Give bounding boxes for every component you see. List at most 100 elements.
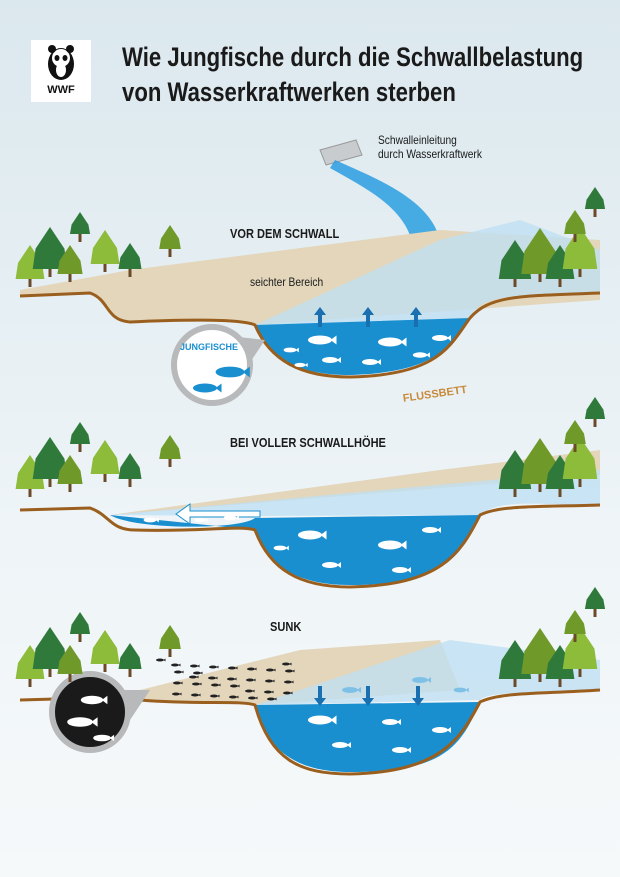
tree-icon	[90, 230, 120, 264]
logo-text: WWF	[47, 84, 75, 96]
tree-icon	[584, 397, 606, 419]
fish-icon	[412, 677, 428, 683]
fish-icon	[422, 527, 438, 533]
tree-trunk	[128, 669, 132, 677]
tree-icon	[118, 243, 142, 269]
sinking-arrows	[314, 686, 424, 706]
tree-icon	[118, 643, 142, 669]
callout-dead-fish	[49, 671, 150, 753]
tree-icon	[32, 627, 68, 669]
tree-trunk	[128, 479, 132, 487]
fish-icon	[308, 335, 332, 345]
fish-tail	[290, 691, 293, 695]
fish-tail	[200, 671, 203, 675]
wwf-logo: WWF	[31, 40, 91, 102]
fish-tail	[215, 676, 218, 680]
fish-icon	[453, 687, 467, 693]
panel-2	[19, 450, 601, 589]
fish-tail	[426, 352, 430, 358]
fish-icon	[189, 675, 197, 679]
fish-tail	[254, 667, 257, 671]
callout-juvenile-fish	[171, 324, 265, 406]
tree-trunk	[68, 674, 72, 682]
fish-icon	[227, 677, 235, 681]
fish-icon	[273, 545, 287, 551]
fish-icon	[172, 692, 180, 696]
tree-trunk	[593, 419, 597, 427]
tree-trunk	[558, 489, 562, 497]
fish-tail	[304, 362, 308, 368]
tree-trunk	[513, 679, 517, 687]
tree-trunk	[28, 489, 32, 497]
tree-icon	[159, 435, 181, 459]
tree-icon	[32, 437, 68, 479]
tree-trunk	[558, 279, 562, 287]
fish-tail	[274, 697, 277, 701]
fish-tail	[400, 540, 407, 550]
fish-icon	[265, 679, 273, 683]
shallow-area-label: seichter Bereich	[250, 275, 324, 289]
fish-icon	[264, 690, 272, 694]
tree-trunk	[593, 609, 597, 617]
fish-icon	[392, 747, 408, 753]
fish-tail	[437, 527, 441, 533]
fish-tail	[217, 694, 220, 698]
tree-icon	[564, 610, 586, 634]
fish-icon	[191, 693, 199, 697]
fish-tail	[163, 658, 166, 662]
tree-trunk	[168, 649, 172, 657]
fish-icon	[194, 517, 206, 523]
fish-icon	[193, 383, 217, 393]
inflow-label-line-2: durch Wasserkraftwerk	[378, 147, 482, 161]
fish-tail	[427, 677, 431, 683]
fish-tail	[234, 677, 237, 681]
page-title: Wie Jungfische durch die Schwallbelastun…	[122, 40, 583, 110]
fish-icon	[223, 515, 237, 521]
fish-icon	[432, 335, 448, 341]
fish-tail	[101, 695, 108, 705]
fish-icon	[342, 687, 358, 693]
fish-icon	[294, 362, 306, 368]
fish-tail	[447, 727, 451, 733]
tree-icon	[584, 587, 606, 609]
tree-trunk	[48, 669, 52, 677]
panel-heading: BEI VOLLER SCHWALLHÖHE	[230, 435, 386, 450]
fish-icon	[283, 691, 291, 695]
fish-tail	[253, 678, 256, 682]
fish-icon	[174, 670, 182, 674]
fish-tail	[377, 359, 381, 365]
tree-icon	[562, 227, 598, 269]
tree-trunk	[513, 489, 517, 497]
fish-tail	[199, 682, 202, 686]
fish-tail	[295, 347, 299, 353]
fish-icon	[192, 682, 200, 686]
fish-tail	[291, 680, 294, 684]
fish-tail	[180, 681, 183, 685]
tree-trunk	[573, 234, 577, 242]
fish-icon	[208, 676, 216, 680]
fish-tail	[320, 530, 327, 540]
tree-trunk	[538, 674, 542, 682]
tree-icon	[15, 245, 45, 279]
tree-trunk	[103, 474, 107, 482]
tree-trunk	[573, 634, 577, 642]
fish-icon	[67, 717, 93, 727]
fish-icon	[230, 684, 238, 688]
tree-trunk	[28, 679, 32, 687]
tree-trunk	[78, 444, 82, 452]
fish-icon	[298, 530, 322, 540]
fish-tail	[218, 683, 221, 687]
fish-tail	[337, 562, 341, 568]
tree-trunk	[538, 484, 542, 492]
tree-icon	[159, 225, 181, 249]
fish-tail	[236, 695, 239, 699]
panel-heading: VOR DEM SCHWALL	[230, 226, 340, 241]
fish-icon	[266, 668, 274, 672]
tree-icon	[545, 245, 575, 279]
fish-tail	[407, 567, 411, 573]
fish-icon	[267, 697, 275, 701]
fish-icon	[284, 680, 292, 684]
tree-trunk	[168, 249, 172, 257]
title-line-1: Wie Jungfische durch die Schwallbelastun…	[122, 42, 584, 72]
